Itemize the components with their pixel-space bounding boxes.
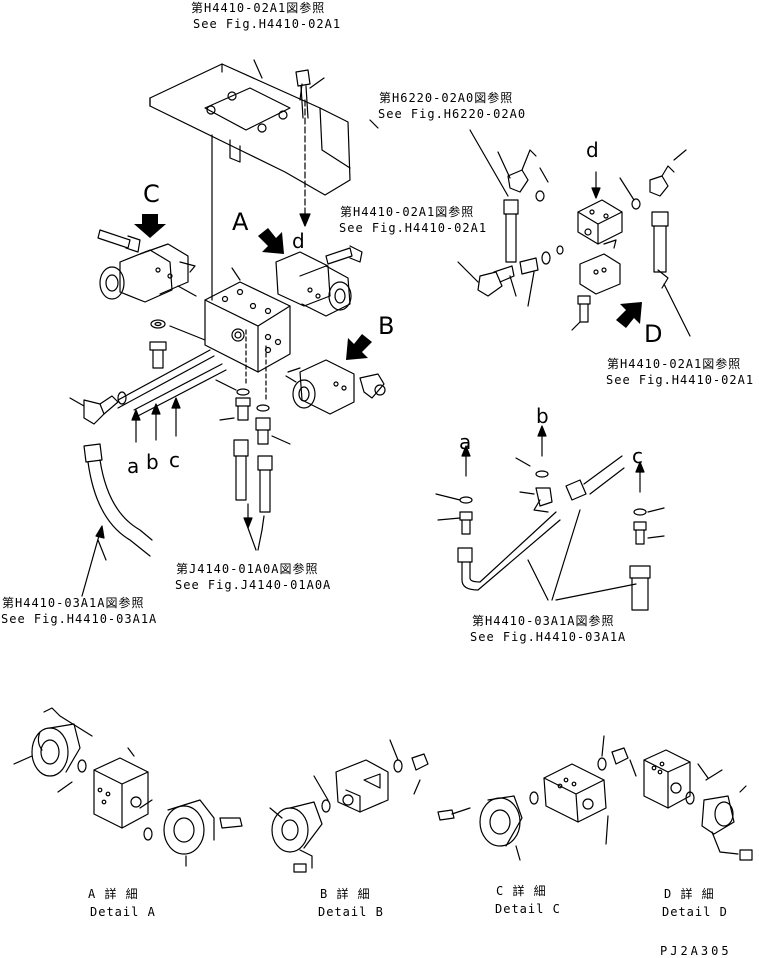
ref-h4410-03-left-en: See Fig.H4410-03A1A (1, 612, 158, 626)
ref-h6220-en: See Fig.H6220-02A0 (378, 107, 527, 121)
ref-mid-en: See Fig.H4410-02A1 (339, 221, 488, 235)
detail-a-en: Detail A (90, 905, 156, 919)
right-manifold (577, 171, 623, 245)
pipe-label-c-main: c (169, 448, 180, 472)
elbow-fitting-b (359, 373, 386, 399)
ref-h4410-03-right-en: See Fig.H4410-03A1A (470, 630, 627, 644)
solenoid-valve-a (275, 251, 352, 317)
view-label-d: D (644, 320, 663, 348)
pipe-label-c-right: c (632, 444, 643, 468)
ref-h4410-03-left-jp: 第H4410-03A1A図参照 (2, 596, 145, 610)
view-label-b: B (378, 312, 395, 340)
right-elbows (497, 149, 687, 289)
detail-b-drawing (269, 739, 429, 873)
pipe-label-d-right: d (586, 138, 599, 162)
leader-lines-main (81, 119, 379, 597)
ref-right-jp: 第H4410-02A1図参照 (607, 357, 742, 371)
detail-a-drawing (13, 707, 243, 867)
detail-b-jp: B 詳 細 (320, 887, 371, 901)
fittings-under-block (215, 329, 291, 551)
right-small-parts (457, 239, 621, 323)
bolt-a (325, 245, 363, 265)
pipe-label-a-main: a (127, 454, 140, 478)
pipe-label-d-main: d (292, 229, 305, 253)
solenoid-valve-b (285, 359, 355, 415)
ref-h4410-03-right-jp: 第H4410-03A1A図参照 (472, 614, 615, 628)
washer-and-bolt-left (149, 319, 206, 369)
solenoid-valve-c (99, 243, 197, 303)
top-bolt (295, 69, 325, 227)
detail-a-jp: A 詳 細 (88, 887, 139, 901)
valve-block (204, 134, 291, 373)
pipe-label-b-right: b (536, 404, 549, 428)
mounting-bracket (149, 59, 351, 196)
leader-lines-right (469, 129, 691, 337)
detail-d-en: Detail D (662, 905, 728, 919)
ref-top-jp: 第H4410-02A1図参照 (191, 1, 326, 15)
pipes-abc (117, 349, 227, 443)
detail-b-en: Detail B (318, 905, 384, 919)
drawing-code: PJ2A305 (660, 944, 732, 958)
view-label-a: A (232, 208, 249, 236)
detail-c-jp: C 詳 細 (496, 884, 547, 898)
bolt-c (97, 229, 141, 253)
ref-j4140-en: See Fig.J4140-01A0A (175, 578, 332, 592)
detail-c-drawing (437, 735, 637, 861)
ref-top-en: See Fig.H4410-02A1 (193, 17, 342, 31)
detail-c-en: Detail C (495, 902, 561, 916)
ref-h6220-jp: 第H6220-02A0図参照 (379, 91, 514, 105)
pipe-label-b-main: b (146, 450, 159, 474)
detail-d-jp: D 詳 細 (664, 887, 715, 901)
ref-mid-jp: 第H4410-02A1図参照 (340, 205, 475, 219)
view-arrows (134, 214, 642, 360)
ref-j4140-jp: 第J4140-01A0A図参照 (176, 562, 319, 576)
detail-d-drawing (643, 749, 753, 861)
hose-left (69, 395, 153, 561)
view-label-c: C (143, 180, 160, 208)
abc-hose-assembly (435, 425, 665, 611)
pipe-label-a-right: a (459, 430, 472, 454)
ref-right-en: See Fig.H4410-02A1 (606, 373, 755, 387)
